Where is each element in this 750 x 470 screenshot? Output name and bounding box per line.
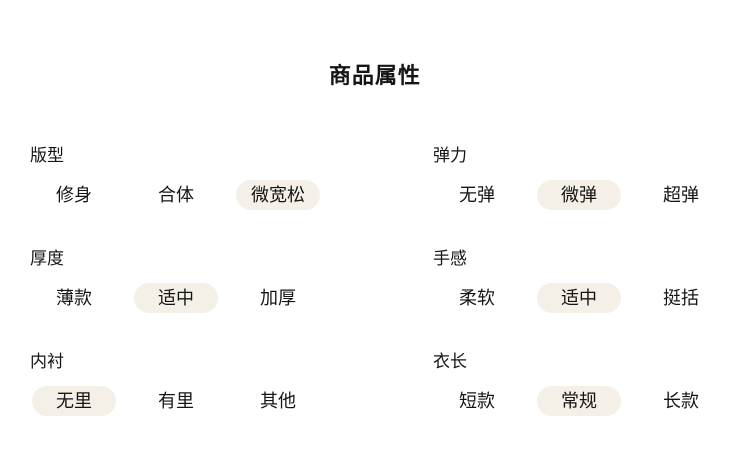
- attribute-option[interactable]: 薄款: [56, 288, 92, 308]
- attribute-group-fit: 版型 修身 合体 微宽松: [30, 146, 433, 210]
- attribute-option[interactable]: 其他: [260, 391, 296, 411]
- attribute-group-label: 衣长: [433, 352, 467, 371]
- attribute-group-label: 手感: [433, 249, 467, 268]
- attribute-group-label: 弹力: [433, 146, 467, 165]
- attribute-group-label: 内衬: [30, 352, 64, 371]
- attribute-option[interactable]: 适中: [134, 283, 218, 313]
- attribute-groups: 版型 修身 合体 微宽松 弹力 无弹 微弹 超弹 厚度 薄款 适中 加厚: [30, 146, 750, 416]
- attribute-option[interactable]: 适中: [537, 283, 621, 313]
- attribute-option[interactable]: 无里: [32, 386, 116, 416]
- attribute-option[interactable]: 常规: [537, 386, 621, 416]
- attribute-options-row: 无弹 微弹 超弹: [433, 180, 750, 210]
- attribute-option[interactable]: 无弹: [459, 185, 495, 205]
- attribute-option[interactable]: 有里: [158, 391, 194, 411]
- attribute-option[interactable]: 修身: [56, 185, 92, 205]
- attribute-option[interactable]: 微宽松: [236, 180, 320, 210]
- page-title: 商品属性: [328, 63, 421, 88]
- attribute-group-lining: 内衬 无里 有里 其他: [30, 352, 433, 416]
- attribute-group-garment-length: 衣长 短款 常规 长款: [433, 352, 750, 416]
- attribute-option[interactable]: 柔软: [459, 288, 495, 308]
- attribute-group-label: 版型: [30, 146, 64, 165]
- attribute-options-row: 无里 有里 其他: [30, 386, 433, 416]
- attribute-option[interactable]: 挺括: [663, 288, 699, 308]
- attribute-group-elasticity: 弹力 无弹 微弹 超弹: [433, 146, 750, 210]
- attribute-options-row: 短款 常规 长款: [433, 386, 750, 416]
- product-attributes-panel: 商品属性 版型 修身 合体 微宽松 弹力 无弹 微弹 超弹 厚度 薄款 适中 加…: [30, 63, 750, 416]
- attribute-option[interactable]: 加厚: [260, 288, 296, 308]
- attribute-group-feel: 手感 柔软 适中 挺括: [433, 249, 750, 313]
- attribute-group-label: 厚度: [30, 249, 64, 268]
- attribute-options-row: 薄款 适中 加厚: [30, 283, 433, 313]
- attribute-group-thickness: 厚度 薄款 适中 加厚: [30, 249, 433, 313]
- attribute-option[interactable]: 长款: [663, 391, 699, 411]
- attribute-options-row: 柔软 适中 挺括: [433, 283, 750, 313]
- attribute-option[interactable]: 超弹: [663, 185, 699, 205]
- attribute-option[interactable]: 微弹: [537, 180, 621, 210]
- attribute-options-row: 修身 合体 微宽松: [30, 180, 433, 210]
- attribute-option[interactable]: 短款: [459, 391, 495, 411]
- attribute-option[interactable]: 合体: [158, 185, 194, 205]
